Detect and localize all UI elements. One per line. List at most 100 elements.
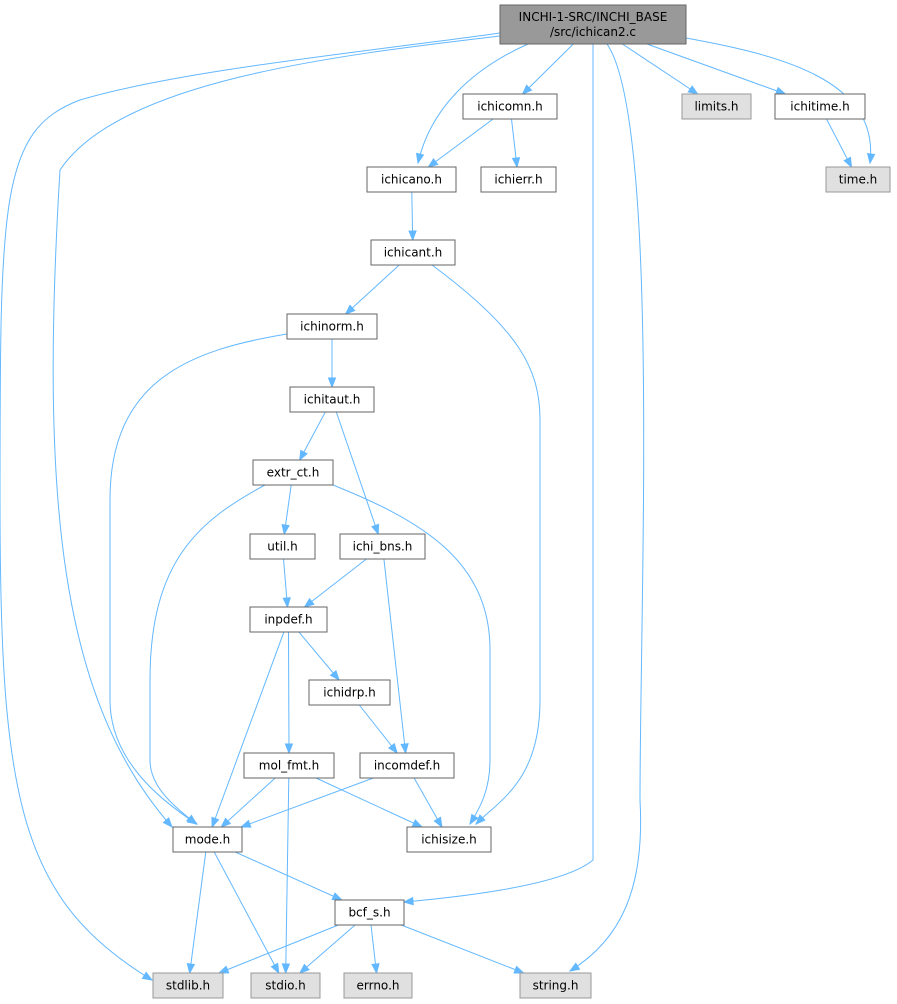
node-box [343,972,413,999]
edge-line [417,43,529,164]
edge-extr_ct-to-util [281,484,292,536]
node-label: ichisize.h [421,833,477,847]
edge-line [52,35,501,828]
edge-inpdef-to-ichidrp [298,631,340,682]
arrow-head [513,965,525,974]
node-box [243,752,335,779]
arrow-head [331,892,344,901]
edge-line [0,32,501,981]
arrow-head [411,819,424,828]
arrow-head [186,814,198,825]
node-incomdef[interactable]: incomdef.h [359,752,455,779]
edge-ichicomn-to-ichierr [511,118,521,169]
node-ichierr[interactable]: ichierr.h [480,166,557,193]
edge-line [335,411,379,535]
edge-line [569,43,645,972]
node-ichicant[interactable]: ichicant.h [370,239,456,266]
edge-bcf_s-to-stdlib [217,924,339,974]
edge-line [622,43,698,95]
node-stdlib: stdlib.h [152,972,224,999]
edge-line [189,851,207,974]
node-box [249,606,328,633]
edge-line [304,558,367,608]
edge-ichitaut-to-extr_ct [299,411,326,462]
node-label: mode.h [185,833,230,847]
edge-mol_fmt-to-ichisize [315,777,424,828]
edge-line [299,924,356,974]
edge-bcf_s-to-string [401,924,525,974]
node-label: ichicomn.h [477,100,543,114]
edge-line [522,43,574,95]
arrow-head [775,86,787,95]
arrow-head [415,152,425,165]
node-box [152,972,224,999]
node-ichi_bns[interactable]: ichi_bns.h [339,533,426,560]
node-ichicomn[interactable]: ichicomn.h [462,93,558,120]
node-label: ichicano.h [381,173,442,187]
arrow-head [469,813,479,826]
node-box [774,93,866,120]
edge-ichidrp-to-incomdef [358,704,399,755]
edge-root-to-mode [52,35,501,829]
arrow-head [521,84,533,95]
node-label: mol_fmt.h [259,759,319,773]
arrow-head [186,963,196,975]
edge-mode-to-stdio [213,851,280,975]
edge-mode-to-bcf_s [234,851,344,901]
edge-line [345,264,400,315]
edge-ichi_bns-to-inpdef [303,558,367,608]
node-label: ichierr.h [494,173,542,187]
node-mode[interactable]: mode.h [172,826,243,853]
node-label: ichicant.h [384,246,443,260]
edge-root-to-limits [622,43,699,95]
edge-root-to-ichicano [415,43,529,165]
node-mol_fmt[interactable]: mol_fmt.h [243,752,335,779]
arrow-head [281,963,291,975]
node-label: incomdef.h [374,759,440,773]
node-box [825,166,891,193]
edge-ichicant-to-ichinorm [344,264,400,315]
node-inpdef[interactable]: inpdef.h [249,606,328,633]
edge-line [149,484,266,825]
arrow-head [281,523,290,536]
arrow-head [282,597,291,609]
edge-extr_ct-to-mode [149,484,266,825]
node-label: util.h [267,540,297,554]
node-label: ichitaut.h [304,393,361,407]
node-label: time.h [839,173,878,187]
arrow-head [270,962,280,975]
arrow-head [687,85,699,95]
node-ichidrp[interactable]: ichidrp.h [308,679,391,706]
arrow-head [371,963,380,975]
node-limits: limits.h [681,93,752,120]
arrow-head [843,156,853,169]
node-ichitime[interactable]: ichitime.h [774,93,866,120]
edge-ichinorm-to-ichitaut [327,339,337,389]
edge-incomdef-to-ichisize [413,777,443,829]
node-label: INCHI-1-SRC/INCHI_BASE [519,10,668,24]
node-box [172,826,243,853]
node-label: stdlib.h [166,979,210,993]
node-label: string.h [533,979,579,993]
node-util[interactable]: util.h [249,533,316,560]
edge-inpdef-to-mol_fmt [284,631,294,755]
arrow-head [371,523,380,536]
node-bcf_s[interactable]: bcf_s.h [334,899,405,926]
node-box [370,239,456,266]
node-box [519,972,592,999]
edge-layer [0,32,876,981]
edge-root-to-ichitime [646,43,787,95]
edge-root-to-ichicomn [521,43,574,95]
node-ichitaut[interactable]: ichitaut.h [289,386,375,413]
node-label: inpdef.h [264,613,312,627]
node-ichinorm[interactable]: ichinorm.h [286,313,378,340]
node-ichisize[interactable]: ichisize.h [406,826,492,853]
node-ichicano[interactable]: ichicano.h [366,166,457,193]
edge-line [298,631,340,681]
node-extr_ct[interactable]: extr_ct.h [252,459,334,486]
arrow-head [298,963,310,974]
arrow-head [427,157,439,168]
edge-line [218,924,339,974]
arrow-head [511,157,521,169]
edge-line [403,44,594,903]
